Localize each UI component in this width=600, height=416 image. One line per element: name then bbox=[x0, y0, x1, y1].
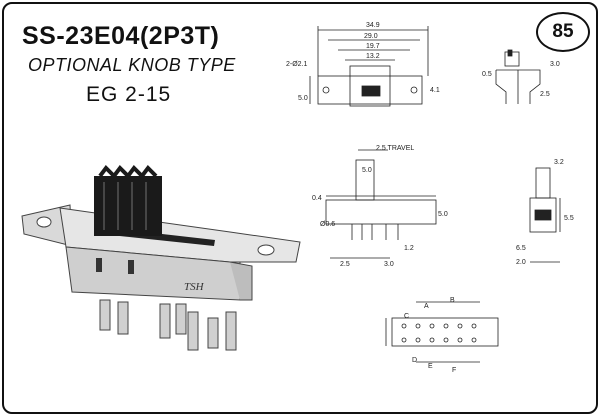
product-photo: TSH bbox=[21, 164, 301, 351]
pcb-label: F bbox=[452, 367, 456, 374]
housing-marking: TSH bbox=[184, 281, 205, 293]
top-view-dims: 34.9 29.0 19.7 13.2 2-Ø2.1 5.0 4.1 bbox=[286, 22, 440, 102]
pcb-layout-labels: A B C D E F bbox=[404, 297, 456, 374]
pcb-label: A bbox=[424, 303, 429, 310]
dim-label: 2.5 bbox=[540, 91, 550, 98]
mount-hole-left bbox=[36, 216, 52, 228]
dim-label: 34.9 bbox=[366, 22, 380, 29]
dim-label: 0.5 bbox=[482, 71, 492, 78]
dim-label: 2.0 bbox=[516, 259, 526, 266]
dim-label: 1.2 bbox=[404, 245, 414, 252]
dim-label: 29.0 bbox=[364, 33, 378, 40]
pcb-label: E bbox=[428, 363, 433, 370]
side-view-drawing bbox=[495, 49, 541, 104]
dim-label: 3.2 bbox=[554, 159, 564, 166]
pcb-label: D bbox=[412, 357, 417, 364]
end-view-drawing bbox=[529, 167, 561, 263]
dim-label: 13.2 bbox=[366, 53, 380, 60]
front-view-dims: 2.5 TRAVEL 5.0 0.4 Ø0.6 5.0 1.2 2.5 3.0 bbox=[312, 145, 448, 268]
dim-label: 5.0 bbox=[362, 167, 372, 174]
mount-hole-right bbox=[257, 244, 275, 256]
switch-knob bbox=[94, 176, 162, 236]
dim-label: 4.1 bbox=[430, 87, 440, 94]
page-number-badge: 85 bbox=[536, 12, 590, 52]
model-code: EG 2-15 bbox=[86, 83, 172, 106]
pcb-label: C bbox=[404, 313, 409, 320]
dim-label: 3.0 bbox=[550, 61, 560, 68]
end-view-dims: 3.2 5.5 6.5 2.0 bbox=[516, 159, 574, 266]
dim-label: 5.0 bbox=[438, 211, 448, 218]
front-view-drawing bbox=[325, 149, 437, 259]
page-title: SS-23E04(2P3T) bbox=[22, 22, 220, 50]
pcb-label: B bbox=[450, 297, 455, 304]
dim-label: Ø0.6 bbox=[320, 221, 335, 228]
pcb-layout-drawing bbox=[385, 301, 499, 363]
dim-label: 5.0 bbox=[298, 95, 308, 102]
dim-label: 0.4 bbox=[312, 195, 322, 202]
dim-label: 19.7 bbox=[366, 43, 380, 50]
top-view-drawing bbox=[309, 26, 429, 107]
dim-label: 2.5 TRAVEL bbox=[376, 145, 414, 152]
dim-label: 5.5 bbox=[564, 215, 574, 222]
side-view-dims: 0.5 3.0 2.5 bbox=[482, 61, 560, 98]
dim-label: 3.0 bbox=[384, 261, 394, 268]
page-subtitle: OPTIONAL KNOB TYPE bbox=[28, 55, 236, 75]
terminal-pins bbox=[99, 299, 237, 351]
dim-label: 2.5 bbox=[340, 261, 350, 268]
dim-label: 2-Ø2.1 bbox=[286, 61, 308, 68]
dim-label: 6.5 bbox=[516, 245, 526, 252]
